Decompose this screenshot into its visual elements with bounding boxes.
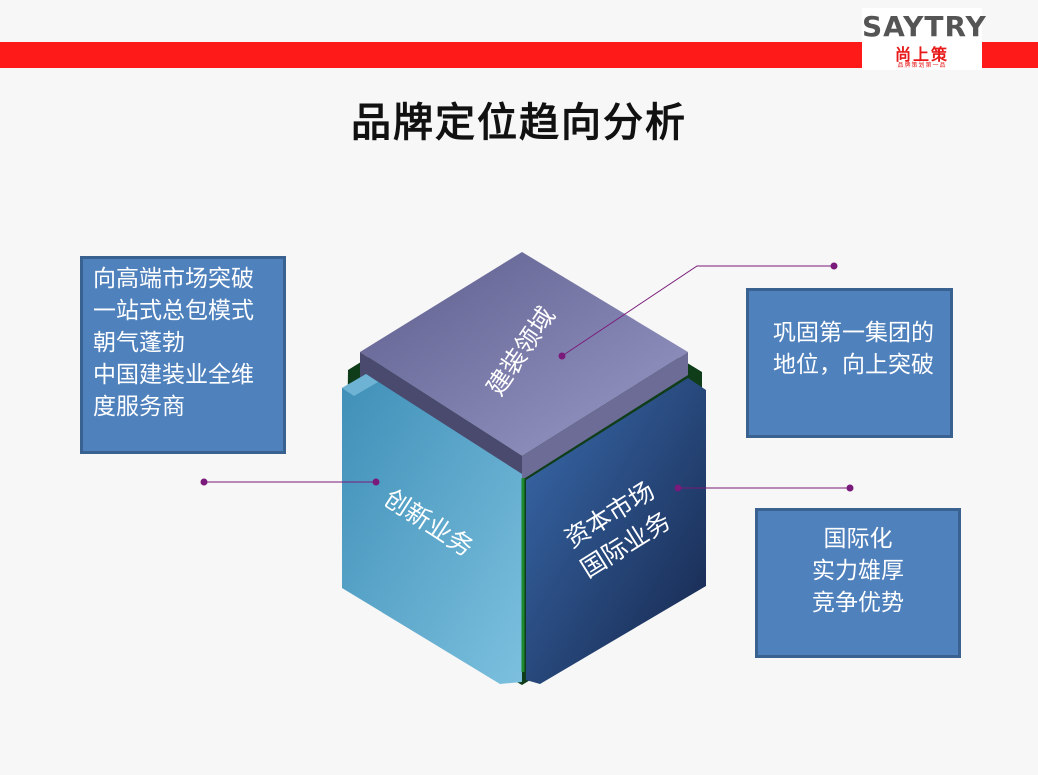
- info-box-left: 向高端市场突破 一站式总包模式 朝气蓬勃 中国建装业全维 度服务商: [80, 256, 286, 454]
- box-left-line: 朝气蓬勃: [93, 330, 185, 356]
- logo-subtitle: 品牌策划第一品: [897, 62, 947, 69]
- page-title: 品牌定位趋向分析: [351, 99, 687, 146]
- info-box-right-top: 巩固第一集团的 地位，向上突破: [746, 288, 953, 438]
- cube-right-face: [526, 378, 706, 684]
- connector-right: [674, 484, 854, 492]
- box-right-bottom-line: 竞争优势: [812, 590, 904, 616]
- cube-top-edge: [360, 352, 522, 480]
- connector-top: [558, 262, 838, 360]
- cube-top-face: [360, 252, 688, 456]
- box-right-bottom-line: 国际化: [823, 526, 893, 552]
- brand-logo: SAYTRY 尚上策 品牌策划第一品: [862, 8, 987, 70]
- box-left-line: 一站式总包模式: [93, 298, 254, 324]
- logo-text: SAYTRY: [862, 10, 987, 43]
- box-left-line: 度服务商: [93, 394, 185, 420]
- box-right-top-line: 巩固第一集团的: [773, 320, 934, 346]
- box-left-line: 向高端市场突破: [93, 266, 254, 292]
- logo-chinese-text: 尚上策: [894, 45, 949, 64]
- info-box-right-bottom: 国际化 实力雄厚 竞争优势: [755, 508, 961, 658]
- cube-left-bevel: [342, 374, 378, 396]
- box-right-bottom-line: 实力雄厚: [812, 558, 904, 584]
- connector-left: [200, 478, 380, 486]
- box-left-line: 中国建装业全维: [93, 362, 254, 388]
- cube-left-face: [342, 374, 522, 684]
- box-right-top-line: 地位，向上突破: [773, 352, 934, 378]
- cube-top-edge-right: [522, 352, 688, 480]
